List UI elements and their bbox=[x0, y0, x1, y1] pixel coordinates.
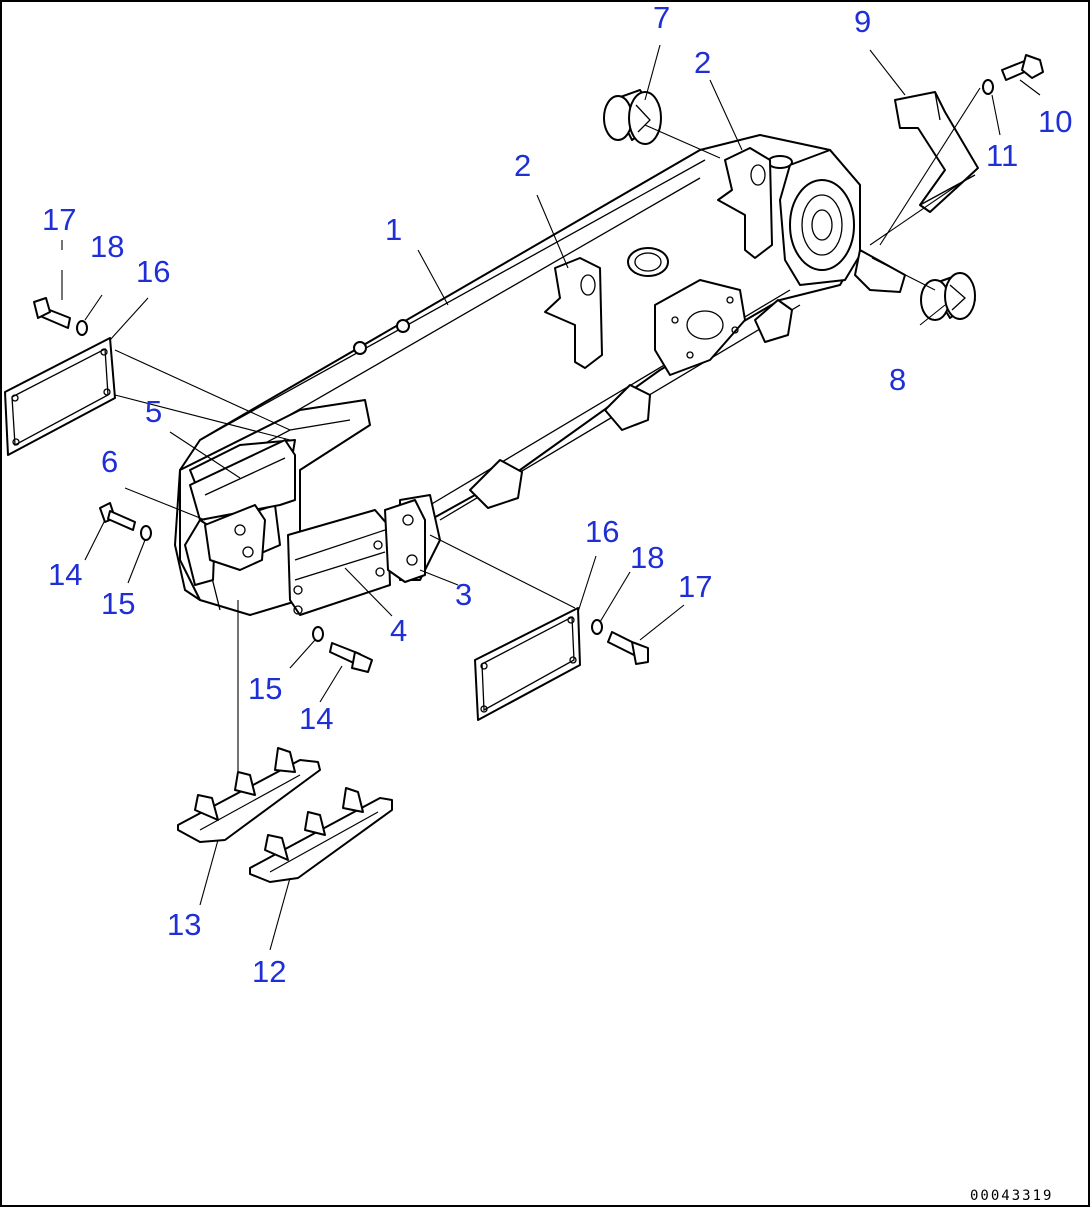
callout-2a: 2 bbox=[514, 148, 531, 183]
callout-10: 10 bbox=[1038, 104, 1072, 139]
plug-part-8 bbox=[920, 272, 976, 321]
main-frame bbox=[174, 134, 906, 616]
callout-1: 1 bbox=[385, 212, 402, 247]
washer-part-18-right bbox=[591, 619, 603, 635]
plug-part-7 bbox=[603, 89, 662, 145]
shoe-part-13 bbox=[177, 747, 321, 843]
washer-part-18-left bbox=[76, 320, 88, 336]
callout-18b: 18 bbox=[630, 540, 664, 575]
callout-4: 4 bbox=[390, 613, 407, 648]
callout-3: 3 bbox=[455, 577, 472, 612]
bolt-part-14-lower bbox=[329, 642, 373, 673]
callout-13: 13 bbox=[167, 907, 201, 942]
callout-17a: 17 bbox=[42, 202, 76, 237]
bolt-part-14-left bbox=[99, 502, 136, 531]
callout-11: 11 bbox=[986, 138, 1018, 173]
callout-5: 5 bbox=[145, 394, 162, 429]
callout-15a: 15 bbox=[101, 586, 135, 621]
callout-14b: 14 bbox=[299, 701, 333, 736]
washer-part-15-lower bbox=[312, 626, 324, 642]
leader-lines bbox=[61, 44, 1041, 951]
cover-plate-part-16-right bbox=[474, 607, 581, 721]
callout-9: 9 bbox=[854, 4, 871, 39]
callout-labels: 1 2 2 3 4 5 6 7 8 9 10 11 12 13 14 14 15… bbox=[42, 0, 1072, 989]
plate-part-4 bbox=[287, 509, 391, 616]
callout-7: 7 bbox=[653, 0, 670, 35]
callout-18a: 18 bbox=[90, 229, 124, 264]
bolt-part-17-right bbox=[607, 631, 649, 665]
callout-17b: 17 bbox=[678, 569, 712, 604]
bolt-part-17-left bbox=[33, 297, 71, 329]
cover-plate-part-16-left bbox=[4, 337, 116, 456]
shoe-part-12 bbox=[249, 787, 393, 883]
bolt-part-10 bbox=[1001, 54, 1044, 81]
guard-part-9 bbox=[894, 91, 979, 213]
washer-part-15-left bbox=[140, 525, 152, 541]
callout-8: 8 bbox=[889, 362, 906, 397]
bracket-part-2-right bbox=[717, 147, 773, 259]
callout-16a: 16 bbox=[136, 254, 170, 289]
callout-15b: 15 bbox=[248, 671, 282, 706]
document-id: 00043319 bbox=[970, 1188, 1053, 1204]
callout-14a: 14 bbox=[48, 557, 82, 592]
callout-16b: 16 bbox=[585, 514, 619, 549]
bracket-part-6 bbox=[204, 504, 266, 571]
callout-12: 12 bbox=[252, 954, 286, 989]
callout-2b: 2 bbox=[694, 45, 711, 80]
bracket-part-5 bbox=[189, 439, 296, 521]
bracket-part-2-left bbox=[544, 257, 603, 369]
bracket-part-3 bbox=[384, 499, 426, 583]
callout-6: 6 bbox=[101, 444, 118, 479]
washer-part-11 bbox=[982, 79, 994, 95]
